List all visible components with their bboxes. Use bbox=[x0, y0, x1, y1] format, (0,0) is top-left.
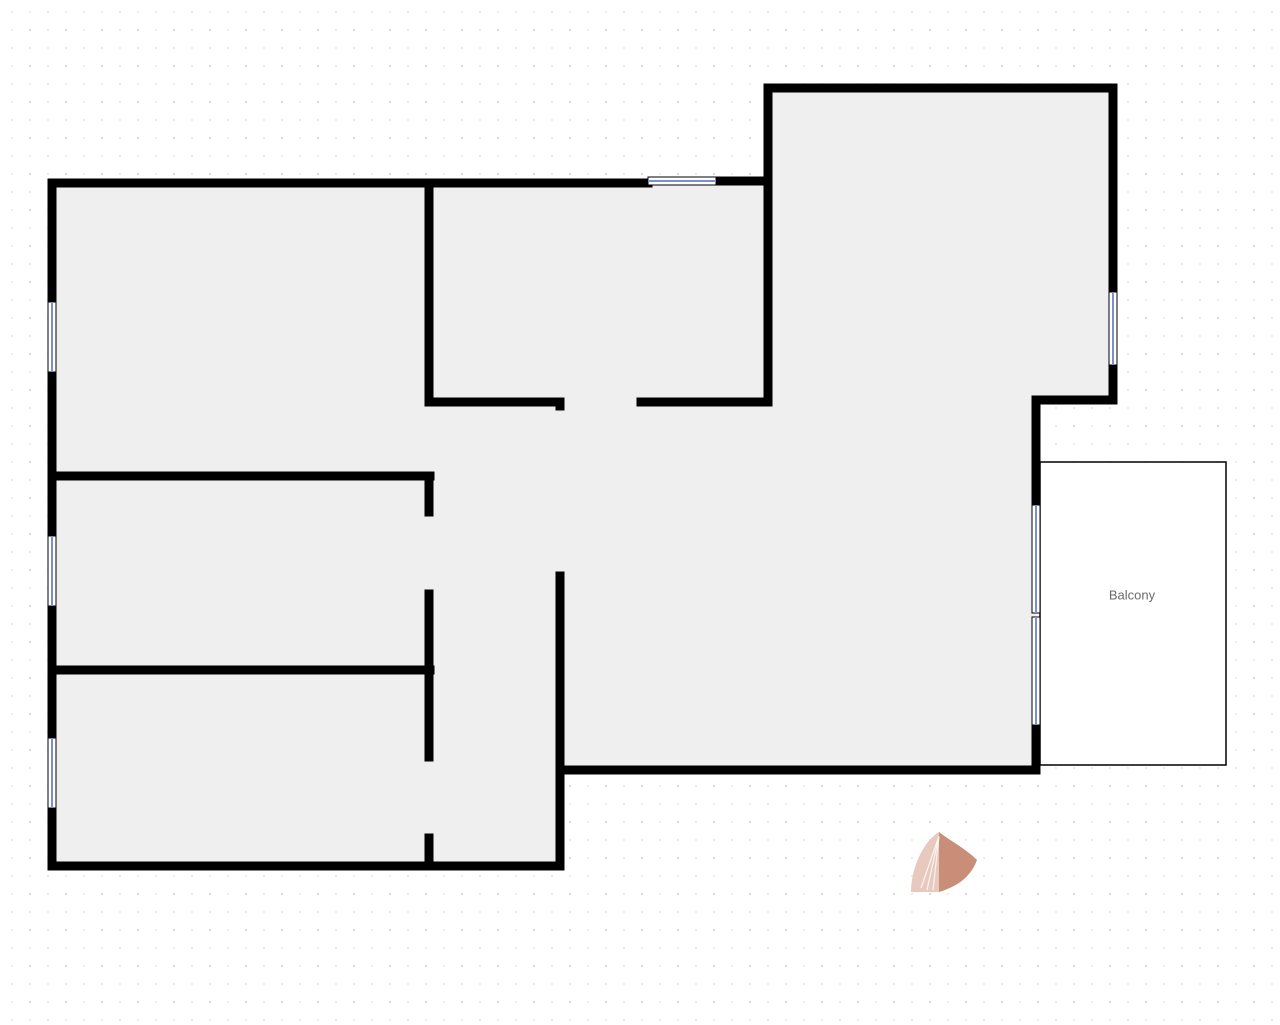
floor-left-bottom bbox=[54, 670, 430, 865]
window-left-top bbox=[47, 301, 57, 373]
compass-icon[interactable] bbox=[905, 826, 981, 894]
room-label-balcony: Balcony bbox=[1108, 587, 1156, 603]
windows bbox=[47, 176, 1118, 809]
floor-areas bbox=[54, 88, 1227, 865]
window-left-middle bbox=[47, 535, 57, 607]
window-balcony-a bbox=[1031, 504, 1041, 614]
window-right bbox=[1108, 291, 1118, 366]
window-balcony-b bbox=[1031, 616, 1041, 726]
floor-balcony bbox=[1039, 461, 1227, 766]
floor-left-top bbox=[54, 184, 430, 474]
floor-left-middle bbox=[54, 476, 430, 670]
window-top bbox=[647, 176, 717, 186]
floor-corridor bbox=[430, 400, 560, 865]
window-left-bottom bbox=[47, 737, 57, 809]
floor-living-right bbox=[560, 88, 1113, 770]
floor-top-middle bbox=[430, 184, 768, 402]
